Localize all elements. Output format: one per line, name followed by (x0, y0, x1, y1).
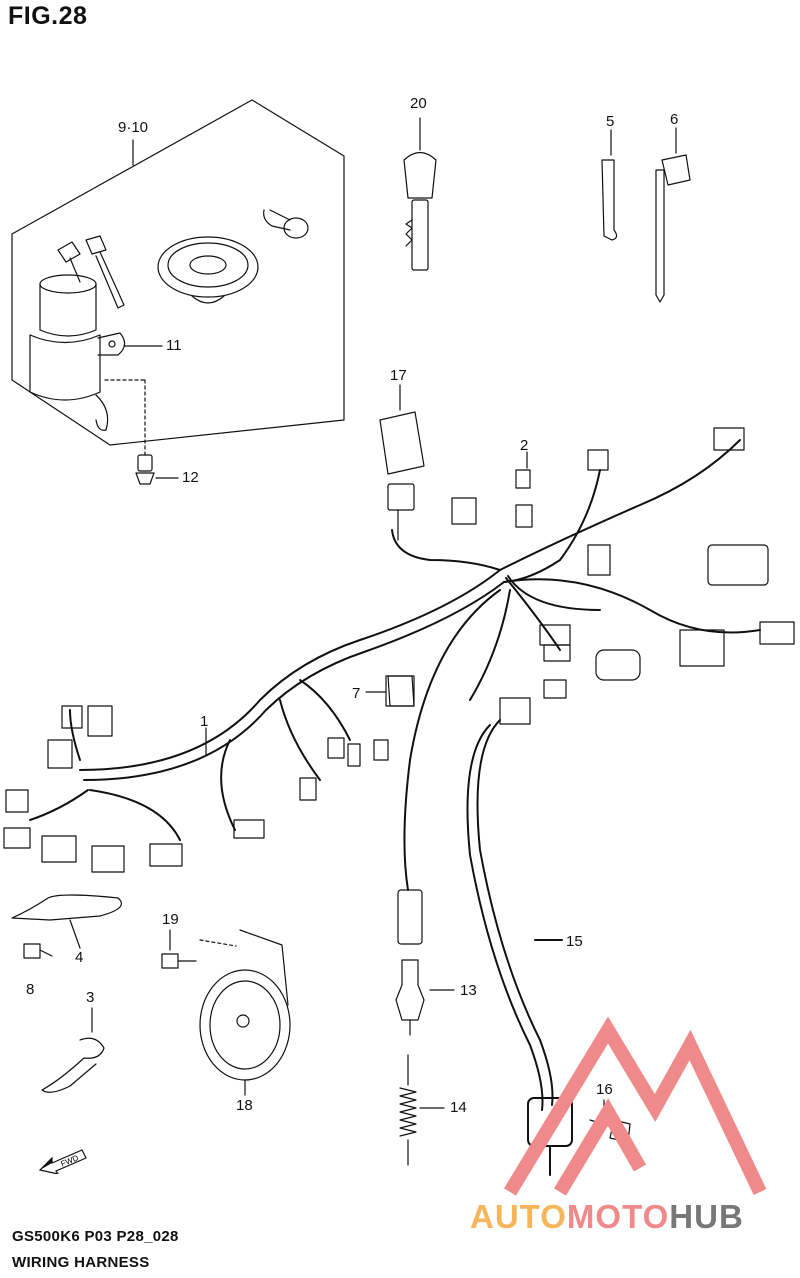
clamp-4 (11, 894, 122, 949)
fwd-arrow: FWD (38, 1140, 88, 1179)
harness-connectors (3, 427, 795, 873)
horn-18 (199, 929, 291, 1096)
callout-17: 17 (390, 367, 407, 384)
tie-6 (655, 127, 691, 303)
screw-12 (135, 454, 179, 485)
watermark-auto: AUTO (470, 1198, 567, 1235)
callout-2: 2 (520, 437, 529, 454)
callout-14: 14 (450, 1099, 467, 1116)
harness-main (29, 439, 761, 891)
callout-15: 15 (566, 933, 583, 950)
watermark-logo (504, 1016, 767, 1196)
callout-4: 4 (75, 949, 84, 966)
callout-3: 3 (86, 989, 95, 1006)
callout-12: 12 (182, 469, 199, 486)
callout-16: 16 (596, 1081, 613, 1098)
band-3 (41, 1007, 105, 1093)
watermark-moto: MOTO (566, 1198, 670, 1235)
callout-13: 13 (460, 982, 477, 999)
callout-9-10: 9·10 (118, 119, 149, 136)
callout-19: 19 (162, 911, 179, 928)
clamp-7 (365, 675, 415, 707)
callout-6: 6 (670, 111, 679, 128)
key-20 (403, 117, 437, 271)
ignition-kit-box (11, 99, 345, 446)
fwd-label: FWD (59, 1153, 79, 1168)
callout-11: 11 (166, 337, 182, 354)
callout-1: 1 (200, 713, 209, 730)
cable-15 (466, 719, 573, 1176)
footer-name: WIRING HARNESS (12, 1254, 150, 1271)
clamp-5 (601, 129, 618, 241)
callout-18: 18 (236, 1097, 253, 1114)
callout-5: 5 (606, 113, 615, 130)
bolt-19 (161, 929, 197, 969)
bolt-8 (23, 943, 53, 959)
footer-code: GS500K6 P03 P28_028 (12, 1228, 179, 1245)
callout-8: 8 (26, 981, 35, 998)
watermark-text: AUTOMOTOHUB (470, 1198, 744, 1236)
watermark-hub: HUB (669, 1198, 744, 1235)
relay-17 (379, 384, 425, 541)
switch-13 (395, 889, 455, 1036)
callout-7: 7 (352, 685, 361, 702)
callout-20: 20 (410, 95, 427, 112)
spring-14 (399, 1054, 445, 1166)
figure-title: FIG.28 (8, 2, 88, 30)
leader-lines (205, 451, 528, 757)
